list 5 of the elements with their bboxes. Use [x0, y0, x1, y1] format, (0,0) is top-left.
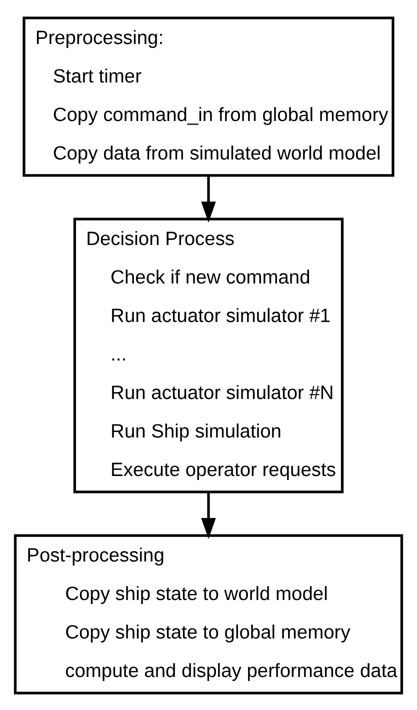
- node-box: Preprocessing: Start timer Copy command_in from global memory Copy data from simulated world model: [22, 16, 394, 176]
- arrow: [201, 492, 216, 538]
- arrow: [201, 175, 216, 222]
- node-box: Decision Process Check if new command Run actuator simulator #1 ... Run actuator simulator #N Run Ship simulation Execute operator requests: [73, 217, 344, 493]
- node-box: Post-processing Copy ship state to world model Copy ship state to global memory compute and display performance data: [14, 534, 404, 694]
